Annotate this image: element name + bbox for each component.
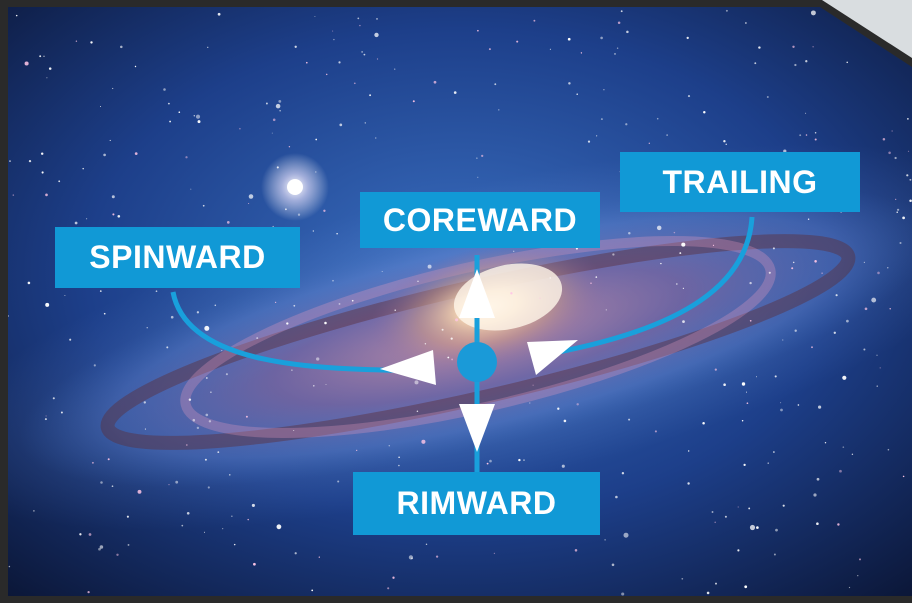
rimward-label: RIMWARD <box>396 485 557 521</box>
starfield <box>8 9 912 596</box>
spinward-label: SPINWARD <box>89 239 266 275</box>
coreward-label: COREWARD <box>382 201 578 238</box>
trailing-arrow-icon <box>527 340 578 375</box>
spinward-arrow-icon <box>380 350 436 385</box>
center-node <box>457 342 497 382</box>
direction-arrows <box>380 269 578 452</box>
bright-star <box>261 153 329 221</box>
trailing-arc <box>542 216 755 358</box>
coreward-box <box>360 192 600 248</box>
spinward-box <box>55 227 300 288</box>
trailing-label: TRAILING <box>662 163 818 200</box>
rimward-arrow-icon <box>459 404 495 452</box>
galaxy-scene <box>8 7 912 596</box>
rimward-box <box>353 472 600 535</box>
galaxy-diagram <box>8 7 912 596</box>
coreward-arrow-icon <box>459 269 495 318</box>
trailing-box <box>620 152 860 212</box>
